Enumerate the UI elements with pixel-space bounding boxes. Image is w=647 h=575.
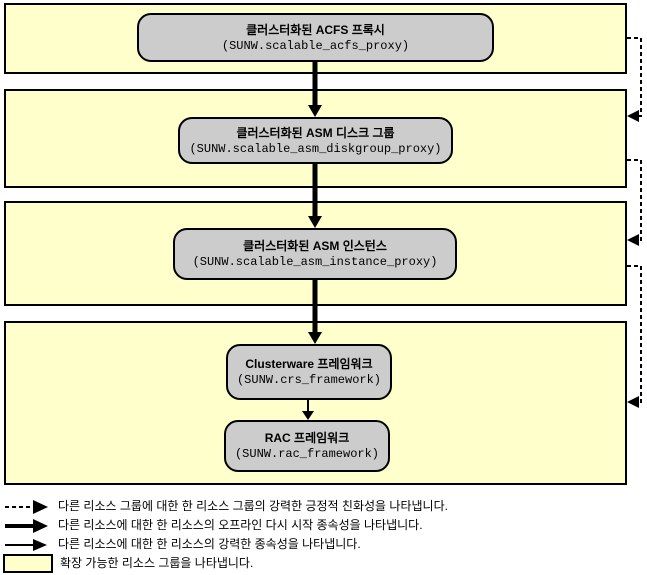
resource-title: 클러스터화된 ACFS 프록시	[246, 22, 385, 37]
resource-title: RAC 프레임워크	[264, 431, 350, 445]
resource-type-name: (SUNW.scalable_asm_instance_proxy)	[192, 255, 438, 269]
resource-type-name: (SUNW.scalable_asm_diskgroup_proxy)	[189, 141, 442, 156]
legend-text: 다른 리소스에 대한 한 리소스의 강력한 종속성을 나타냅니다.	[58, 537, 361, 551]
resource-title: 클러스터화된 ASM 디스크 그룹	[236, 125, 395, 140]
resource-asm-instance: 클러스터화된 ASM 인스턴스 (SUNW.scalable_asm_insta…	[173, 228, 457, 280]
resource-rac-framework: RAC 프레임워크 (SUNW.rac_framework)	[224, 420, 390, 472]
resource-title: 클러스터화된 ASM 인스턴스	[243, 239, 387, 253]
legend-row-affinity: 다른 리소스 그룹에 대한 한 리소스 그룹의 강력한 긍정적 친화성을 나타냅…	[3, 497, 448, 516]
legend-text: 다른 리소스 그룹에 대한 한 리소스 그룹의 강력한 긍정적 친화성을 나타냅…	[58, 499, 448, 513]
legend-row-strong-dependency: 다른 리소스에 대한 한 리소스의 강력한 종속성을 나타냅니다.	[3, 535, 361, 554]
resource-type-name: (SUNW.scalable_acfs_proxy)	[221, 38, 410, 53]
legend-row-offline-restart: 다른 리소스에 대한 한 리소스의 오프라인 다시 시작 종속성을 나타냅니다.	[3, 516, 423, 535]
legend-text: 다른 리소스에 대한 한 리소스의 오프라인 다시 시작 종속성을 나타냅니다.	[58, 518, 423, 532]
resource-crs-framework: Clusterware 프레임워크 (SUNW.crs_framework)	[226, 344, 392, 400]
affinity-connector-3	[627, 265, 642, 408]
resource-title: Clusterware 프레임워크	[245, 357, 373, 371]
resource-type-name: (SUNW.crs_framework)	[236, 373, 382, 387]
resource-type-name: (SUNW.rac_framework)	[234, 447, 380, 461]
affinity-connector-1	[627, 37, 642, 122]
legend-text: 확장 가능한 리소스 그룹을 나타냅니다.	[60, 556, 254, 570]
dashed-arrow-icon	[5, 499, 48, 514]
yellow-rectangle-icon	[3, 554, 53, 573]
affinity-connector-2	[627, 159, 642, 246]
resource-asm-diskgroup: 클러스터화된 ASM 디스크 그룹 (SUNW.scalable_asm_dis…	[178, 117, 453, 164]
resource-acfs-proxy: 클러스터화된 ACFS 프록시 (SUNW.scalable_acfs_prox…	[137, 13, 494, 62]
thick-arrow-icon	[5, 518, 48, 533]
thin-arrow-icon	[5, 538, 47, 551]
legend-row-scalable-group: 확장 가능한 리소스 그룹을 나타냅니다.	[3, 554, 253, 573]
